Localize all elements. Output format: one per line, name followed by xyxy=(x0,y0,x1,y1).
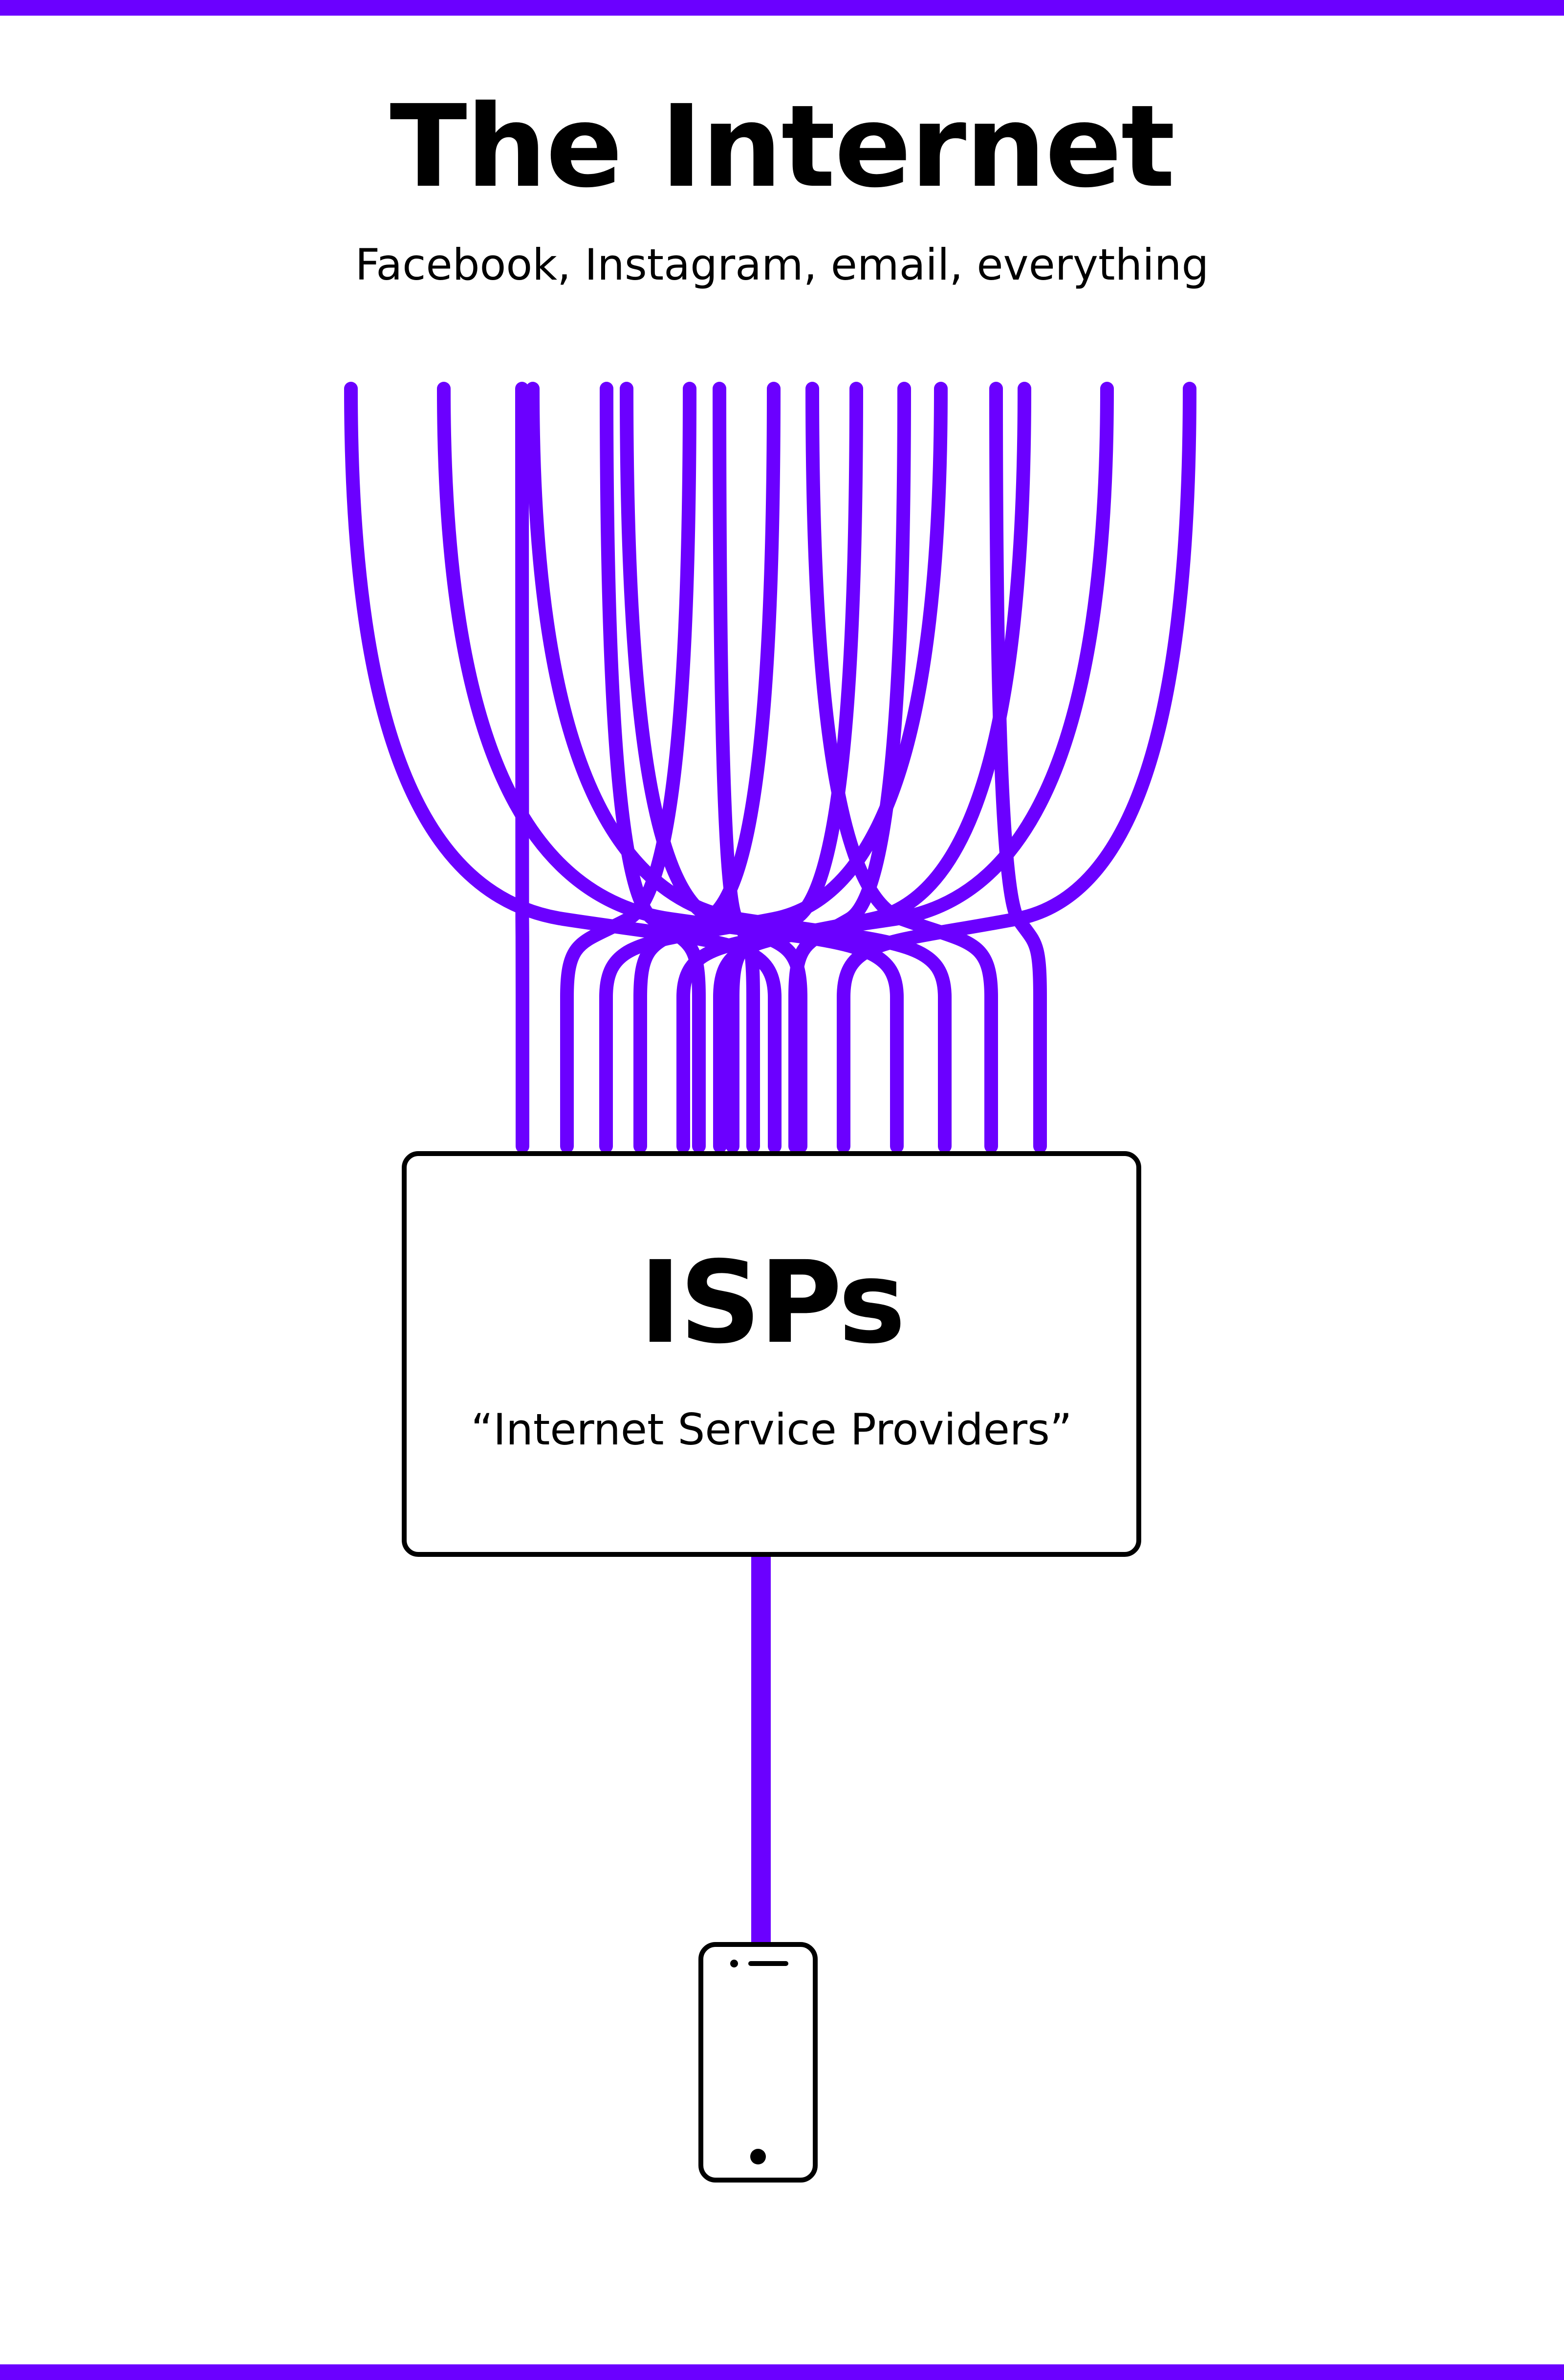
top-accent-bar xyxy=(0,0,1564,16)
connection-wire xyxy=(837,382,1196,1153)
connection-wire xyxy=(560,382,696,1153)
connection-wire xyxy=(600,382,706,1153)
connection-wire xyxy=(676,382,1114,1153)
connection-wire xyxy=(620,382,807,1153)
connection-wire xyxy=(713,382,1031,1153)
smartphone-icon xyxy=(698,1942,818,2183)
connection-wire xyxy=(989,382,1047,1153)
isp-box: ISPs “Internet Service Providers” xyxy=(402,1151,1141,1557)
isp-title: ISPs xyxy=(639,1237,906,1369)
internet-connection-wires xyxy=(344,382,1196,1153)
internet-subtitle: Facebook, Instagram, email, everything xyxy=(355,240,1209,290)
connection-wire xyxy=(788,382,911,1153)
connection-wire xyxy=(599,382,948,1153)
isp-subtitle: “Internet Service Providers” xyxy=(471,1404,1072,1455)
bottom-accent-bar xyxy=(0,2364,1564,2380)
internet-title: The Internet xyxy=(390,81,1175,213)
